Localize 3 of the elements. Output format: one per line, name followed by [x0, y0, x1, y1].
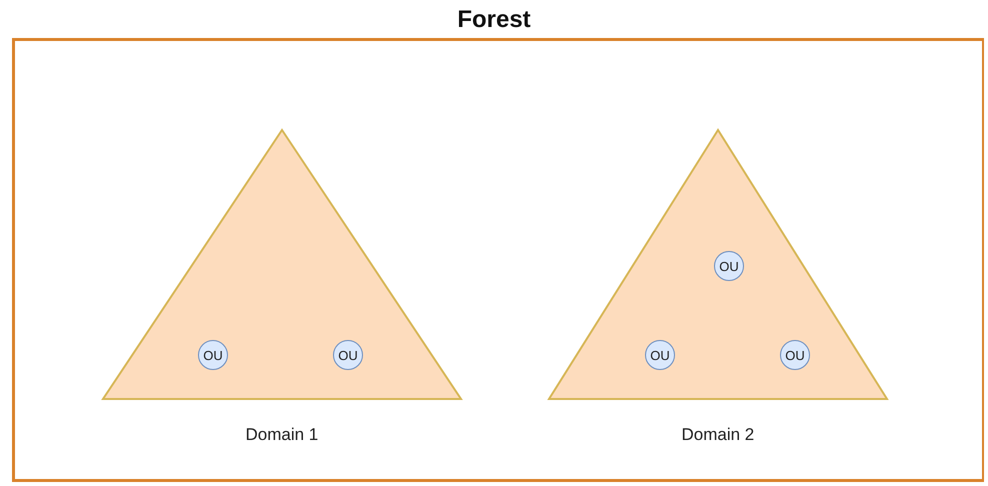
forest-title: Forest	[457, 6, 531, 34]
domain-label: Domain 2	[682, 425, 754, 445]
domain-label: Domain 1	[246, 425, 318, 445]
